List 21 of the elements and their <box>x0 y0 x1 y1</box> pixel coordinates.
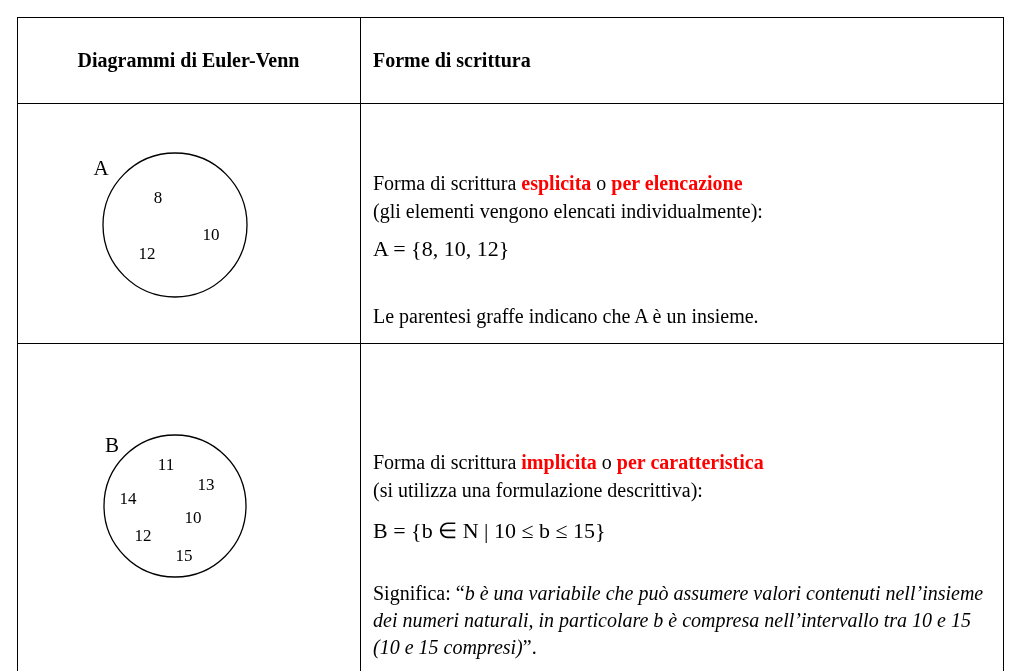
set-element: 12 <box>134 526 152 544</box>
set-element: 13 <box>197 475 215 493</box>
body-text: Forma di scrittura esplicita o per elencazione <box>373 171 744 197</box>
body-text: (si utilizza una formulazione descrittiva): <box>373 478 704 504</box>
body-text: (gli elementi vengono elencati individualmente): <box>373 199 764 225</box>
set-element: 8 <box>153 188 163 206</box>
column-header: Diagrammi di Euler-Venn <box>76 48 301 74</box>
set-formula: A = {8, 10, 12} <box>373 235 511 263</box>
body-text: Forma di scrittura implicita o per caratteristica <box>373 450 765 476</box>
body-text: Le parentesi graffe indicano che A è un insieme. <box>373 304 760 330</box>
set-element: 15 <box>175 546 193 564</box>
set-element: 11 <box>157 455 175 473</box>
column-header: Forme di scrittura <box>373 48 532 73</box>
set-name: A <box>93 157 109 179</box>
meaning-paragraph: Significa: “b è una variabile che può assumere valori contenuti nell’insieme dei numeri naturali, in particolare b è compresa nell’intervallo tra 10 e 15 (10 e 15 compresi)”. <box>373 581 985 661</box>
set-element: 10 <box>184 508 202 526</box>
set-element: 12 <box>138 244 156 262</box>
set-element: 14 <box>119 489 137 507</box>
set-element: 10 <box>202 225 220 243</box>
set-formula: B = {b ∈ N | 10 ≤ b ≤ 15} <box>373 517 607 545</box>
set-name: B <box>105 434 119 456</box>
